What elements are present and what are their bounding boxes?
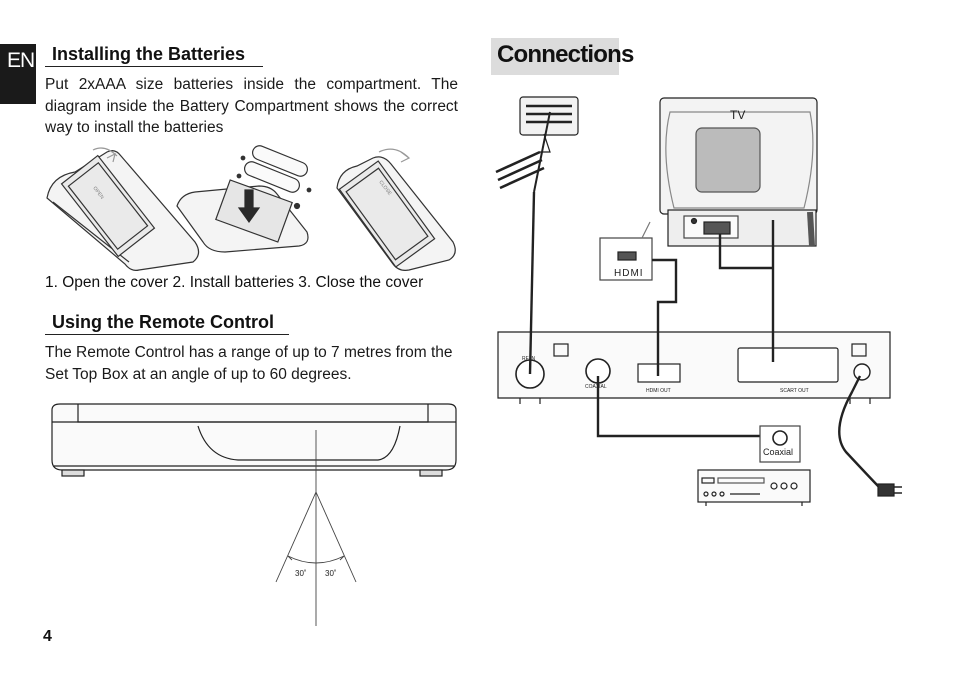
- page-number: 4: [43, 628, 52, 645]
- remote-heading: Using the Remote Control: [45, 312, 289, 335]
- hdmi-callout: [599, 221, 653, 281]
- rf-in-port-label: RF IN: [522, 356, 535, 362]
- angle-right-label: 30˚: [325, 569, 337, 578]
- connections-title: Connections: [491, 38, 634, 75]
- remote-paragraph: The Remote Control has a range of up to …: [45, 344, 453, 383]
- remote-batteries-drawing: [176, 145, 312, 253]
- batteries-paragraph: Put 2xAAA size batteries inside the comp…: [45, 76, 458, 136]
- tv-label: TV: [730, 108, 745, 122]
- batteries-heading-text: Installing the Batteries: [52, 44, 246, 64]
- amplifier-drawing: [697, 469, 811, 506]
- cables: [528, 191, 881, 489]
- hdmi-out-port-label: HDMI OUT: [646, 388, 671, 394]
- scart-out-port-label: SCART OUT: [780, 388, 809, 394]
- remote-heading-text: Using the Remote Control: [52, 312, 275, 332]
- angle-cone: [275, 430, 357, 626]
- remote-open-cover-drawing: [46, 147, 200, 271]
- remote-close-cover-drawing: [336, 148, 456, 271]
- coaxial-port-label: COAXIAL: [585, 384, 607, 390]
- coaxial-callout-label: Coaxial: [763, 447, 793, 457]
- language-tab-label: EN: [7, 49, 35, 72]
- connections-diagram: TV HDMI Coaxial RF IN COAXIAL HDMI OUT S…: [495, 96, 902, 506]
- battery-install-illustration: OPEN CLOSE: [46, 145, 456, 271]
- set-top-box-front-drawing: [51, 403, 457, 477]
- antenna-drawing: [495, 96, 579, 193]
- angle-left-label: 30˚: [295, 569, 307, 578]
- remote-range-diagram: 30˚ 30˚: [51, 403, 457, 626]
- set-top-box-rear-drawing: [497, 331, 891, 404]
- coaxial-callout: [759, 425, 801, 463]
- power-plug-drawing: [877, 483, 902, 497]
- tv-drawing: [659, 97, 818, 247]
- battery-steps-caption: 1. Open the cover 2. Install batteries 3…: [45, 274, 424, 291]
- connections-title-text: Connections: [497, 41, 634, 68]
- language-tab: EN: [0, 44, 36, 104]
- hdmi-callout-label: HDMI: [614, 268, 644, 279]
- batteries-heading: Installing the Batteries: [45, 44, 263, 67]
